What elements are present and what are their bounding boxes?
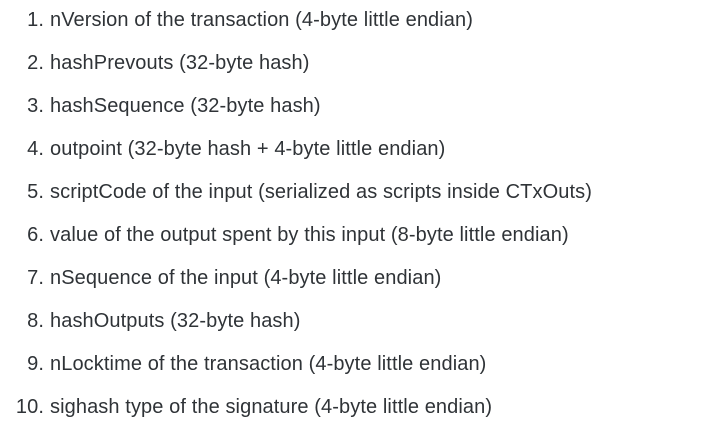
list-item: hashPrevouts (32-byte hash) bbox=[0, 52, 310, 75]
list-item: sighash type of the signature (4-byte li… bbox=[0, 396, 493, 419]
list-item: hashOutputs (32-byte hash) bbox=[0, 310, 301, 333]
list-item: nSequence of the input (4-byte little en… bbox=[0, 267, 442, 290]
list-item: outpoint (32-byte hash + 4-byte little e… bbox=[0, 138, 446, 161]
list-item: value of the output spent by this input … bbox=[0, 224, 569, 247]
list-item: nLocktime of the transaction (4-byte lit… bbox=[0, 353, 487, 376]
sighash-components-list: nVersion of the transaction (4-byte litt… bbox=[0, 0, 720, 419]
list-item: scriptCode of the input (serialized as s… bbox=[0, 181, 592, 204]
list-item: hashSequence (32-byte hash) bbox=[0, 95, 321, 118]
list-item: nVersion of the transaction (4-byte litt… bbox=[0, 9, 474, 32]
